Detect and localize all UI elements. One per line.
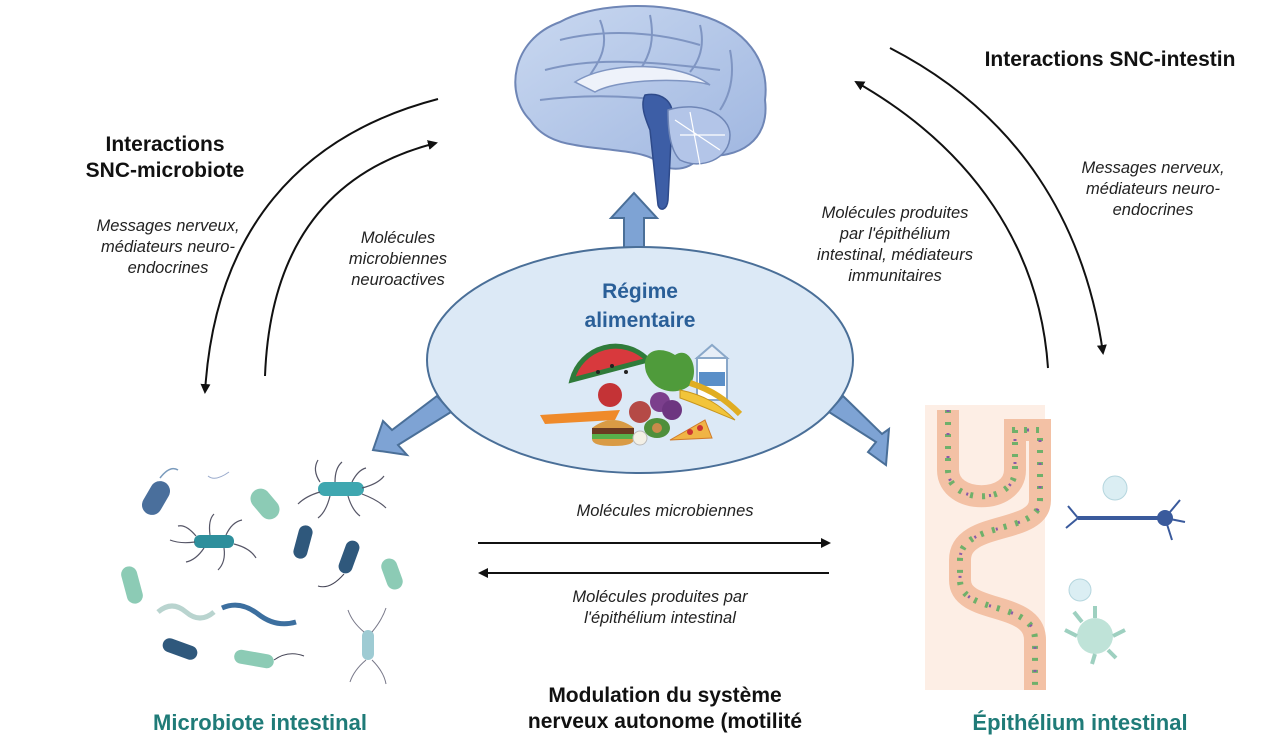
left-outer-note-line1: Messages nerveux, [96, 217, 240, 235]
epithelial-molecules-label-line2: l'épithélium intestinal [584, 609, 736, 627]
diet-label: Régime alimentaire [540, 277, 740, 335]
right-inner-note-line2: par l'épithélium [839, 225, 951, 243]
left-outer-note: Messages nerveux, médiateurs neuro- endo… [68, 216, 268, 279]
right-outer-note-line1: Messages nerveux, [1081, 159, 1225, 177]
right-inner-note-line3: intestinal, médiateurs [817, 246, 973, 264]
right-inner-note-line1: Molécules produites [821, 204, 969, 222]
microbiota-label: Microbiote intestinal [153, 710, 367, 735]
left-top-title: Interactions SNC-microbiote [70, 132, 260, 184]
epithelium-label: Épithélium intestinal [972, 710, 1188, 735]
food-illustration [540, 343, 743, 446]
microbial-molecules-label: Molécules microbiennes [576, 502, 754, 520]
right-outer-note-line2: médiateurs neuro- [1086, 180, 1220, 198]
microbiota-illustration [121, 459, 403, 685]
left-top-title-line2: SNC-microbiote [85, 159, 245, 182]
right-outer-note: Messages nerveux, médiateurs neuro- endo… [1048, 158, 1258, 221]
bottom-center-line1: Modulation du système [548, 684, 782, 707]
left-inner-note-line1: Molécules [360, 229, 436, 247]
bottom-center-line2: nerveux autonome (motilité [527, 710, 803, 733]
epithelial-molecules-label-line1: Molécules produites par [572, 588, 748, 606]
left-outer-note-line3: endocrines [127, 259, 209, 277]
right-inner-note-line4: immunitaires [848, 267, 942, 285]
arrow-brain-to-epithelium [889, 47, 1107, 355]
diet-label-line1: Régime [602, 280, 678, 303]
right-inner-note: Molécules produites par l'épithélium int… [790, 203, 1000, 287]
arrow-microbiota-to-brain [264, 140, 438, 377]
left-outer-note-line2: médiateurs neuro- [101, 238, 235, 256]
brain-illustration [514, 5, 767, 210]
right-top-title: Interactions SNC-intestin [984, 48, 1236, 71]
left-inner-note: Molécules microbiennes neuroactives [318, 228, 478, 291]
arrow-epithelium-to-brain [854, 81, 1049, 369]
arrow-to-microbiota [371, 394, 453, 457]
bottom-center-label: Modulation du système nerveux autonome (… [455, 683, 875, 735]
left-top-title-line1: Interactions [105, 133, 225, 156]
epithelial-molecules-label: Molécules produites par l'épithélium int… [500, 587, 820, 629]
arrow-to-epithelium [827, 394, 891, 467]
left-inner-note-line2: microbiennes [348, 250, 448, 268]
diet-label-line2: alimentaire [584, 309, 696, 332]
arrow-brain-to-microbiota [200, 98, 439, 394]
epithelium-illustration [925, 405, 1186, 690]
right-outer-note-line3: endocrines [1112, 201, 1194, 219]
left-inner-note-line3: neuroactives [351, 271, 445, 289]
diagram-canvas [121, 5, 1186, 690]
arrow-to-brain [608, 191, 660, 249]
